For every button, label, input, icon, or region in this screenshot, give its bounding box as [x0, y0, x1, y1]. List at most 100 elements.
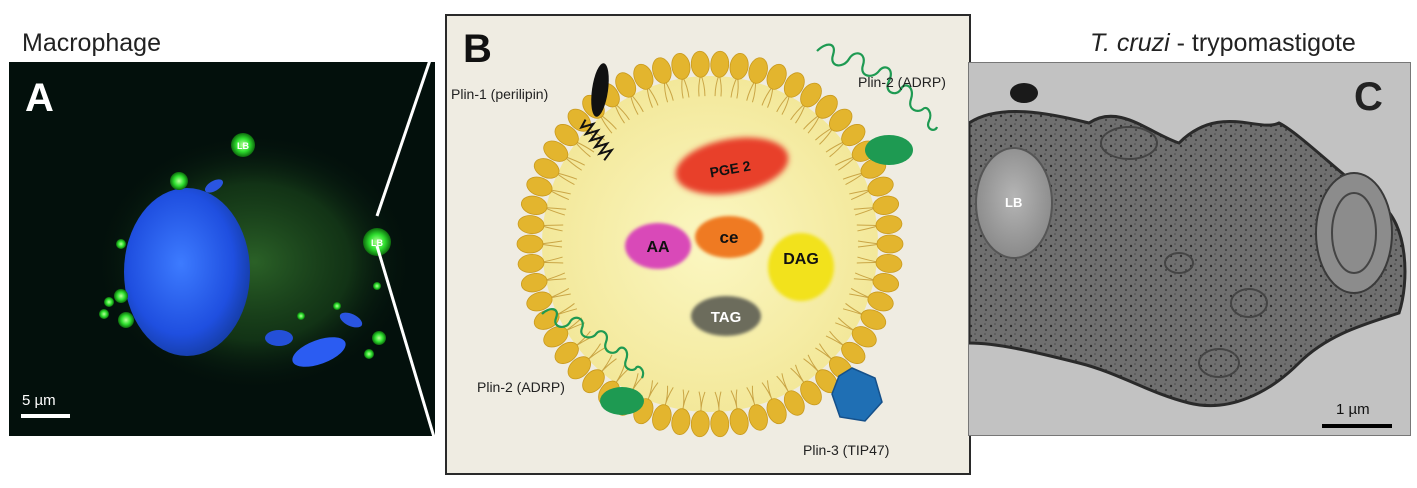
phospholipid-head [766, 63, 787, 90]
phospholipid-head [875, 254, 903, 273]
phospholipid-head [567, 356, 592, 380]
phospholipid-head [543, 326, 569, 348]
phospholipid-head [690, 50, 710, 78]
phospholipid-head [615, 72, 637, 98]
scale-bar-label: 1 µm [1336, 401, 1370, 418]
phospholipid-head [841, 124, 866, 147]
lipid-body [372, 331, 386, 345]
lb-label: LB [237, 141, 249, 151]
phospholipid-head [652, 57, 672, 84]
flagellum-inner [1331, 192, 1377, 274]
nucleus [124, 188, 250, 356]
phospholipid-head [729, 408, 749, 435]
dag-blob [768, 233, 834, 301]
dense-granule [1010, 83, 1038, 103]
plin3-protein [831, 367, 883, 422]
lipid-body [99, 309, 109, 319]
panel-c-micrograph: LB C 1 µm [968, 62, 1411, 436]
species-name: T. cruzi [1090, 29, 1170, 57]
tag-blob [691, 296, 761, 336]
phospholipid-head [729, 53, 749, 80]
lipid-body [114, 289, 128, 303]
organelle [1230, 288, 1268, 318]
lipid-body [373, 282, 381, 290]
phospholipid-head [710, 50, 730, 78]
organelle [1164, 252, 1194, 274]
pge2-label: PGE 2 [708, 157, 752, 180]
phospholipid-head [582, 369, 605, 394]
phospholipid-head [520, 195, 548, 215]
parasite-fragment [204, 179, 224, 193]
aa-blob [625, 223, 691, 269]
lipid-body [170, 172, 188, 190]
phospholipid-head [671, 53, 691, 80]
plin2-label-top: Plin-2 (ADRP) [858, 74, 946, 90]
phospholipid-head [815, 94, 838, 119]
phospholipid-head [517, 215, 545, 234]
lipid-body [363, 228, 391, 256]
organelle [1198, 348, 1240, 378]
phospholipid-head [851, 326, 877, 348]
phospholipid-head [872, 195, 900, 215]
phospholipid-head [633, 63, 654, 90]
phospholipid-head [783, 72, 805, 98]
phospholipid-head [671, 408, 691, 435]
phospholipid-head [867, 291, 894, 312]
phospholipid-head [766, 398, 787, 425]
panel-c-letter: C [1354, 75, 1383, 119]
phospholipid-head [783, 390, 805, 416]
parasite-body [339, 312, 363, 328]
phospholipid-head [841, 341, 866, 364]
phospholipid-head [520, 273, 548, 293]
plin1-label: Plin-1 (perilipin) [451, 86, 549, 102]
phospholipid-head [554, 124, 579, 147]
panel-b-schematic: PGE 2 AA ce DAG TAG B Plin-1 (perilipin)… [445, 14, 971, 475]
lipid-body [104, 297, 114, 307]
lipid-body [333, 302, 341, 310]
plin2-protein-top [865, 135, 913, 165]
trypomastigote-title: T. cruzi - trypomastigote [1090, 29, 1356, 58]
phospholipid-head [860, 309, 887, 330]
parasite-nucleus [292, 337, 346, 367]
lipid-body-em [975, 147, 1053, 259]
pge2-blob [675, 137, 789, 195]
tag-label: TAG [711, 309, 742, 326]
zoom-lines [375, 15, 447, 475]
plin1-anchor [579, 119, 615, 161]
lipid-body [297, 312, 305, 320]
lipid-body [116, 239, 126, 249]
phospholipid-head [652, 404, 672, 431]
plin2-anchor-bottom [541, 308, 645, 379]
zoom-line-top [375, 15, 447, 217]
organelle [1100, 126, 1158, 160]
phospholipid-head [867, 176, 894, 197]
phospholipid-head [748, 404, 768, 431]
phospholipid-head [748, 57, 768, 84]
scale-bar-label: 5 µm [22, 392, 56, 409]
lipid-body [118, 312, 134, 328]
phospholipid-head [690, 410, 710, 438]
phospholipid-head [875, 215, 903, 234]
lb-label: LB [371, 238, 383, 248]
parasite-kinetoplast [265, 330, 293, 346]
aa-label: AA [646, 239, 670, 256]
phospholipid-head [526, 176, 553, 197]
panel-a-micrograph: LB LB A 5 µm [9, 62, 435, 436]
ce-blob [695, 216, 763, 258]
phospholipid-head [526, 291, 553, 312]
plin1-protein [591, 63, 609, 117]
macrophage-title: Macrophage [22, 29, 161, 57]
panel-b-letter: B [463, 27, 492, 71]
lipid-body [364, 349, 374, 359]
lipid-body [231, 133, 255, 157]
phospholipid-head [710, 410, 730, 438]
phospholipid-head [872, 273, 900, 293]
phospholipid-head [554, 341, 579, 364]
phospholipid-head [828, 108, 853, 132]
lipid-body-diagram: PGE 2 AA ce DAG TAG B [463, 27, 939, 438]
plin2-protein-bottom [600, 387, 644, 415]
zoom-line-bottom [375, 245, 447, 475]
panel-a-letter: A [25, 76, 54, 120]
trypomastigote-image [969, 63, 1410, 435]
stage-name: - trypomastigote [1169, 29, 1356, 57]
